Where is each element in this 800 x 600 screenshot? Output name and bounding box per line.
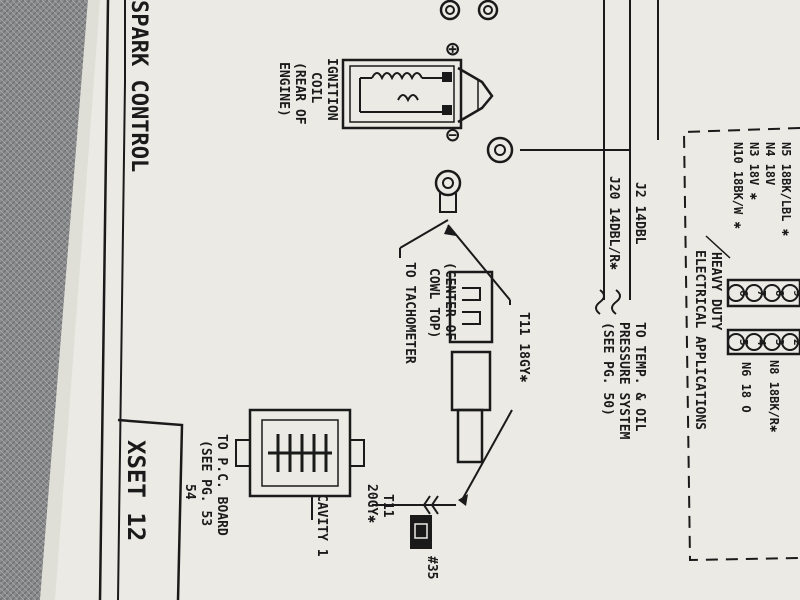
t11-20gy-label-1: T11 <box>380 494 395 518</box>
center-label-1: (CENTER OF <box>442 262 457 340</box>
section-title: SPARK CONTROL <box>126 0 151 172</box>
wire-label-j2: J2 14DBL <box>632 182 647 245</box>
connector-pin-number: 7 <box>755 290 768 297</box>
connector-chevron-icon <box>422 495 431 515</box>
wire-n3-label: N3 18V ✱ <box>747 142 761 200</box>
temp-label-3: (SEE PG. 50) <box>600 322 615 416</box>
connector-pin-icon <box>727 284 745 302</box>
terminal-ring-icon <box>439 0 461 21</box>
wire-n10-label: N10 18BK/W ✱ <box>731 142 745 229</box>
connector-pin-icon <box>763 333 781 351</box>
pcboard-label-2: (SEE PG. 53 <box>198 440 213 526</box>
wire-n4-label: N4 18V <box>763 142 777 185</box>
coil-label-4: ENGINE) <box>276 62 291 117</box>
ignition-coil-box <box>341 58 463 130</box>
connector-pin-icon <box>745 333 763 351</box>
pcboard-label-3: 54 <box>182 484 197 500</box>
connector-pin-number: 8 <box>773 290 786 297</box>
splice-badge-label: #35 <box>424 556 439 579</box>
terminal-ring-icon <box>477 0 499 21</box>
wire-n5-label: N5 18BK/LBL ✱ <box>779 142 793 236</box>
t11-20gy-label-2: 20GY✱ <box>364 484 379 523</box>
wire-n6-label: N6 18 O <box>739 362 753 413</box>
connector-pin-number: 9 <box>791 290 800 297</box>
coil-winding-icon <box>371 72 423 81</box>
cavity-label: CAVITY 1 <box>314 494 329 557</box>
connector-pin-number: 5 <box>737 339 750 346</box>
pcboard-label-1: TO P.C. BOARD <box>214 434 229 536</box>
wire-n8-label: N8 18BK/R✱ <box>767 360 781 432</box>
negative-terminal-icon: ⊖ <box>446 123 459 148</box>
connector-pin-number: 4 <box>755 339 768 346</box>
tach-ring-terminal-icon <box>434 169 462 197</box>
connector-pin-number: 3 <box>773 339 786 346</box>
tach-label: TO TACHOMETER <box>402 262 417 364</box>
coil-label-3: (REAR OF <box>292 62 307 125</box>
connector-pin-icon <box>781 333 799 351</box>
center-label-2: COWL TOP) <box>426 268 441 338</box>
connector-pin-icon <box>727 333 745 351</box>
heavy-duty-dashed-box <box>682 127 800 562</box>
splice-badge-icon <box>410 515 432 549</box>
coil-label-1: IGNITION <box>324 58 339 121</box>
wire-label-j20: J20 14DBL/R✱ <box>606 176 621 270</box>
temp-label-1: TO TEMP. & OIL <box>632 322 647 432</box>
connector-pin-icon <box>781 284 799 302</box>
cowl-connector-male <box>448 270 494 344</box>
coil-tower-icon <box>457 66 494 124</box>
connector-pin-number: 2 <box>791 339 800 346</box>
connector-pin-number: 6 <box>737 290 750 297</box>
heavy-duty-label-1: HEAVY DUTY <box>708 252 723 330</box>
connector-pin-icon <box>745 284 763 302</box>
page-id: XSET 12 <box>122 440 150 541</box>
connector-pin-icon <box>763 284 781 302</box>
border-line-inner <box>117 81 126 600</box>
border-line-outer <box>98 0 110 600</box>
t11-18gy-label: T11 18GY✱ <box>516 312 531 383</box>
temp-label-2: PRESSURE SYSTEM <box>616 322 631 440</box>
coil-label-2: COIL <box>308 72 323 103</box>
positive-terminal-icon: ⊕ <box>446 37 459 62</box>
negative-ring-terminal-icon <box>486 136 514 164</box>
page-id-box <box>117 418 184 600</box>
heavy-duty-label-2: ELECTRICAL APPLICATIONS <box>692 250 707 430</box>
